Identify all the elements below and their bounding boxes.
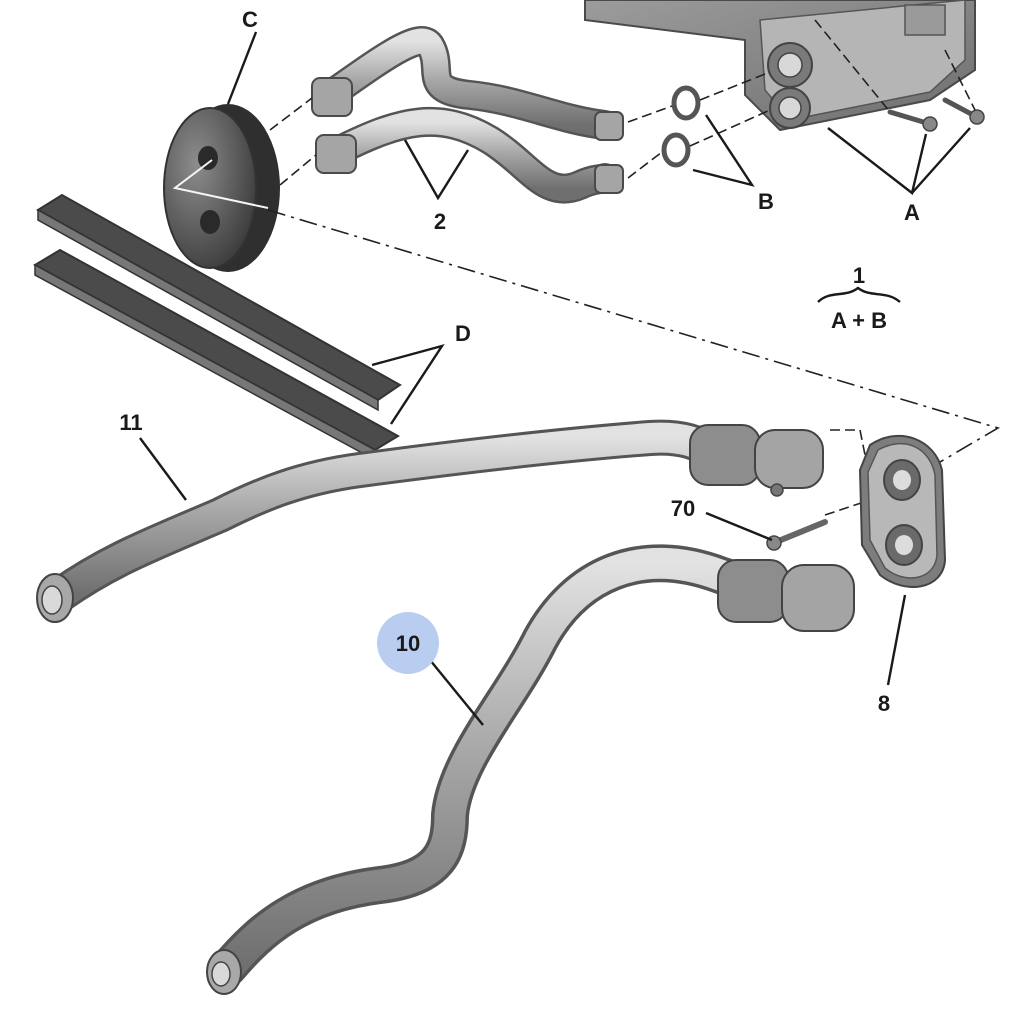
label-a: A: [904, 200, 920, 225]
hose-11: [36, 419, 824, 623]
leader-8: [886, 594, 907, 686]
leader-2: [403, 139, 470, 201]
leader-11: [139, 437, 187, 501]
label-1: 1: [853, 263, 865, 288]
bolt-70: [766, 519, 828, 551]
o-ring-b-upper: [671, 85, 701, 121]
label-d: D: [455, 321, 471, 346]
leader-a: [827, 127, 928, 196]
screw-a-right: [942, 97, 985, 125]
brace-a-plus-b: [817, 286, 901, 303]
label-2: 2: [434, 209, 446, 234]
heater-core: [584, 0, 976, 132]
label-70: 70: [671, 496, 695, 521]
screw-a-left: [887, 109, 938, 132]
leader-a-right: [911, 127, 971, 194]
label-a-plus-b: A + B: [831, 308, 887, 333]
heater-pipes-2: [311, 26, 624, 204]
hose-10: [206, 544, 855, 995]
leader-d: [371, 344, 445, 425]
gasket-strips-d: [32, 193, 402, 462]
assembly-lines-top: [269, 19, 976, 186]
label-c: C: [242, 7, 258, 32]
label-8: 8: [878, 691, 890, 716]
highlight-badge-10: [377, 612, 439, 674]
label-b: B: [758, 189, 774, 214]
label-11: 11: [119, 410, 142, 435]
leader-b: [692, 114, 755, 187]
o-ring-b-lower: [661, 132, 691, 168]
flange-8: [858, 435, 947, 588]
label-10: 10: [396, 631, 420, 656]
leader-c: [226, 31, 258, 105]
leader-10: [429, 659, 484, 726]
leader-70: [705, 511, 773, 542]
seal-disc-c: [163, 104, 280, 272]
